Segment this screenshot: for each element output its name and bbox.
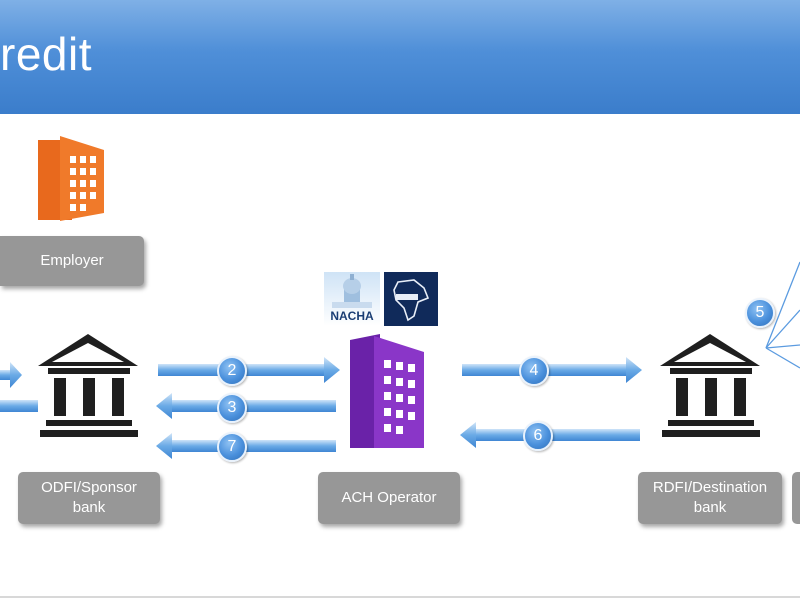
employer-label: Employer (0, 236, 144, 286)
step-badge-6: 6 (523, 421, 553, 451)
arrow-step-4 (462, 357, 642, 383)
arrow-step-7 (156, 433, 336, 459)
arrow-step-3 (156, 393, 336, 419)
bottom-divider (0, 596, 800, 598)
step-badge-2: 2 (217, 356, 247, 386)
offscreen-label-edge (792, 472, 800, 524)
india-map-logo (384, 272, 438, 326)
left-edge-arrow-right (0, 362, 22, 388)
bank-building-icon (660, 334, 760, 437)
step-badge-7: 7 (217, 432, 247, 462)
nacha-logo: NACHA (324, 272, 380, 326)
office-building-icon (38, 136, 104, 221)
odfi-label: ODFI/Sponsor bank (18, 472, 160, 524)
nacha-logo-text: NACHA (330, 309, 374, 323)
step-badge-3: 3 (217, 393, 247, 423)
ach-operator-label: ACH Operator (318, 472, 460, 524)
step-5-connector-lines (765, 261, 800, 369)
rdfi-label-text: RDFI/Destination bank (652, 479, 768, 516)
rdfi-label: RDFI/Destination bank (638, 472, 782, 524)
header-bar: redit (0, 0, 800, 114)
ach-building-icon (350, 334, 424, 448)
odfi-label-text: ODFI/Sponsor bank (41, 479, 137, 516)
arrow-step-6 (460, 422, 640, 448)
ach-operator-label-text: ACH Operator (341, 489, 437, 506)
bank-building-icon (38, 334, 138, 437)
step-badge-4: 4 (519, 356, 549, 386)
left-edge-arrow-left (0, 400, 38, 412)
slide-title: redit (0, 28, 92, 80)
arrow-step-2 (158, 357, 340, 383)
step-badge-5: 5 (745, 298, 775, 328)
employer-label-text: Employer (40, 252, 104, 269)
